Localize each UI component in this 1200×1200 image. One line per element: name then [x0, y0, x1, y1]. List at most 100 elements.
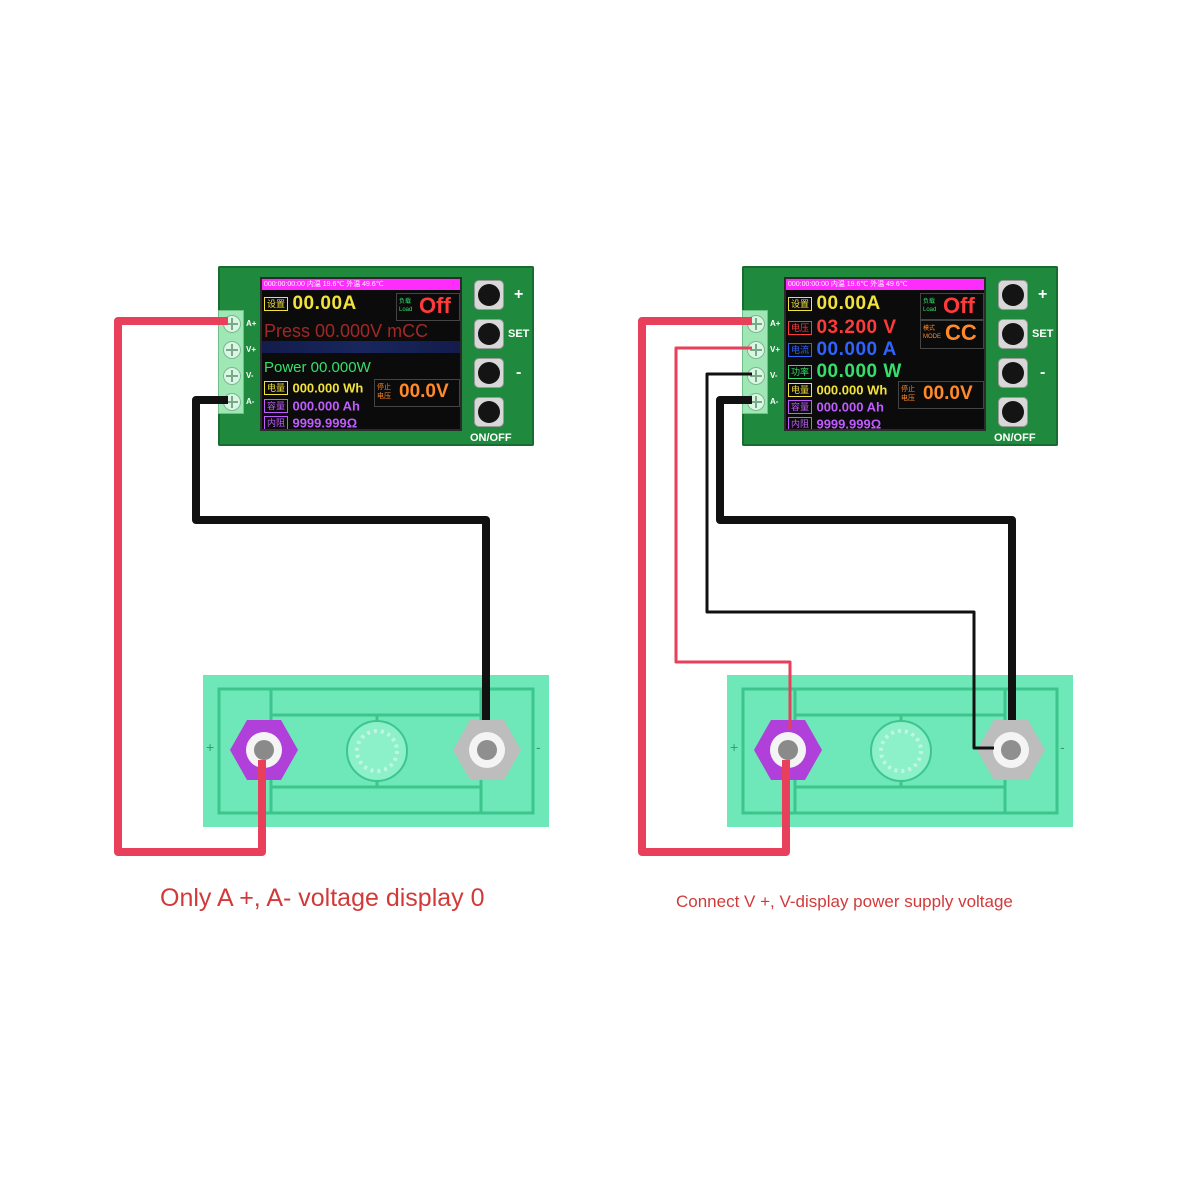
caption: Connect V +, V-display power supply volt…	[676, 892, 1013, 911]
onoff-button[interactable]	[998, 397, 1028, 427]
screw-a-minus	[223, 393, 241, 411]
press-mode: mCC	[387, 321, 429, 341]
plus-label: +	[514, 286, 524, 303]
terminal-block: A+ V+ V- A-	[742, 310, 780, 414]
resistance-value: 9999.999Ω	[816, 416, 882, 431]
load-state-box: 负载 Load Off	[920, 293, 984, 321]
load-tester-board: A+ V+ V- A- 000:00:00:00 内温 19.6℃ 外温 49.…	[742, 266, 1058, 446]
load-state-box: 负载 Load Off	[396, 293, 460, 321]
set-label-text: SET	[1032, 328, 1054, 340]
pin-label-v-minus: V-	[246, 371, 254, 380]
power-label: 功率	[788, 365, 813, 379]
energy-row: 电量 000.000 Wh	[264, 379, 363, 397]
minus-button[interactable]	[998, 358, 1028, 388]
plus-button[interactable]	[998, 280, 1028, 310]
voltage-label: 电压	[788, 321, 813, 335]
load-state: Off	[419, 293, 451, 318]
mode-value: CC	[945, 320, 977, 345]
ghost-current-line	[262, 341, 460, 353]
mode-label: 模式 MODE	[923, 326, 941, 340]
cutoff-voltage: 00.0V	[399, 381, 449, 402]
energy-label: 电量	[788, 382, 813, 397]
capacity-row: 容量 000.000 Ah	[788, 398, 884, 416]
screw-v-minus	[747, 367, 765, 385]
energy-row: 电量 000.000 Wh	[788, 381, 887, 399]
black-wire-a-minus	[192, 396, 490, 720]
capacity-row: 容量 000.000 Ah	[264, 397, 360, 415]
diagram-v-connected: A+ V+ V- A- 000:00:00:00 内温 19.6℃ 外温 49.…	[524, 0, 1124, 1200]
press-line: Press 00.000V mCC	[264, 321, 428, 342]
minus-label: -	[1040, 364, 1046, 381]
load-state: Off	[943, 293, 975, 318]
load-label: 负载 Load	[923, 299, 937, 313]
minus-button[interactable]	[474, 358, 504, 388]
screw-v-minus	[223, 367, 241, 385]
resistance-label: 内阻	[788, 416, 813, 429]
negative-terminal-bolt	[453, 720, 521, 780]
pin-label-v-plus: V+	[246, 345, 257, 354]
cutoff-voltage: 00.0V	[923, 383, 973, 404]
set-label: 设置	[264, 297, 289, 311]
minus-label: -	[516, 364, 522, 381]
lcd-screen: 000:00:00:00 内温 19.6℃ 外温 49.6℃ 设置 00.00A…	[784, 277, 986, 431]
screw-a-minus	[747, 393, 765, 411]
diagram-a-only: A+ V+ V- A- 000:00:00:00 内温 19.6℃ 外温 49.…	[114, 266, 549, 912]
battery-minus-sign: -	[536, 739, 541, 755]
screw-a-plus	[223, 315, 241, 333]
resistance-row: 内阻 9999.999Ω	[788, 415, 882, 431]
power-line: Power 00.000W	[264, 359, 371, 376]
cutoff-box: 停止 电压 00.0V	[374, 379, 460, 407]
set-button[interactable]	[998, 319, 1028, 349]
voltage-row: 电压 03.200 V	[788, 317, 897, 339]
set-row: 设置 00.00A	[264, 293, 357, 315]
load-label: 负载 Load	[399, 299, 413, 313]
screw-v-plus	[747, 341, 765, 359]
lcd-screen: 000:00:00:00 内温 19.6℃ 外温 49.6℃ 设置 00.00A…	[260, 277, 462, 431]
set-label-text: SET	[508, 328, 530, 340]
press-text: Press 00.000V	[264, 321, 383, 341]
current-row: 电流 00.000 A	[788, 339, 897, 361]
current-value: 00.000 A	[816, 339, 897, 360]
cutoff-label: 停止 电压	[377, 384, 391, 400]
pin-label-v-plus: V+	[770, 345, 781, 354]
set-label: 设置	[788, 297, 813, 311]
resistance-row: 内阻 9999.999Ω	[264, 414, 358, 431]
pin-label-a-plus: A+	[770, 319, 781, 328]
onoff-label: ON/OFF	[994, 432, 1036, 444]
cutoff-label: 停止 电压	[901, 386, 915, 402]
power-row: 功率 00.000 W	[788, 361, 902, 383]
mode-box: 模式 MODE CC	[920, 319, 984, 349]
onoff-label: ON/OFF	[470, 432, 512, 444]
plus-label: +	[1038, 286, 1048, 303]
wiring	[114, 317, 490, 856]
battery-plus-sign: +	[206, 739, 215, 755]
battery-minus-sign: -	[1060, 739, 1065, 755]
set-current: 00.00A	[816, 293, 881, 314]
capacity-label: 容量	[788, 399, 813, 414]
set-button[interactable]	[474, 319, 504, 349]
energy-value: 000.000 Wh	[292, 380, 364, 396]
set-row: 设置 00.00A	[788, 293, 881, 315]
energy-label: 电量	[264, 380, 289, 395]
current-label: 电流	[788, 343, 813, 357]
pin-label-a-minus: A-	[770, 397, 779, 406]
battery-cell: + -	[203, 675, 549, 827]
set-current: 00.00A	[292, 293, 357, 314]
lcd-status-bar: 000:00:00:00 内温 19.6℃ 外温 49.6℃	[786, 279, 984, 290]
energy-value: 000.000 Wh	[816, 382, 888, 398]
voltage-value: 03.200 V	[816, 317, 897, 338]
plus-button[interactable]	[474, 280, 504, 310]
terminal-block: A+ V+ V- A-	[218, 310, 256, 414]
pin-label-a-minus: A-	[246, 397, 255, 406]
black-wire-a-minus	[716, 396, 1016, 720]
capacity-value: 000.000 Ah	[816, 399, 884, 415]
battery-plus-sign: +	[730, 739, 739, 755]
resistance-value: 9999.999Ω	[292, 415, 358, 431]
screw-v-plus	[223, 341, 241, 359]
pin-label-a-plus: A+	[246, 319, 257, 328]
capacity-value: 000.000 Ah	[292, 398, 360, 414]
onoff-button[interactable]	[474, 397, 504, 427]
caption: Only A +, A- voltage display 0	[160, 884, 485, 912]
battery-cell: + -	[727, 675, 1073, 827]
power-value: 00.000 W	[816, 361, 902, 382]
